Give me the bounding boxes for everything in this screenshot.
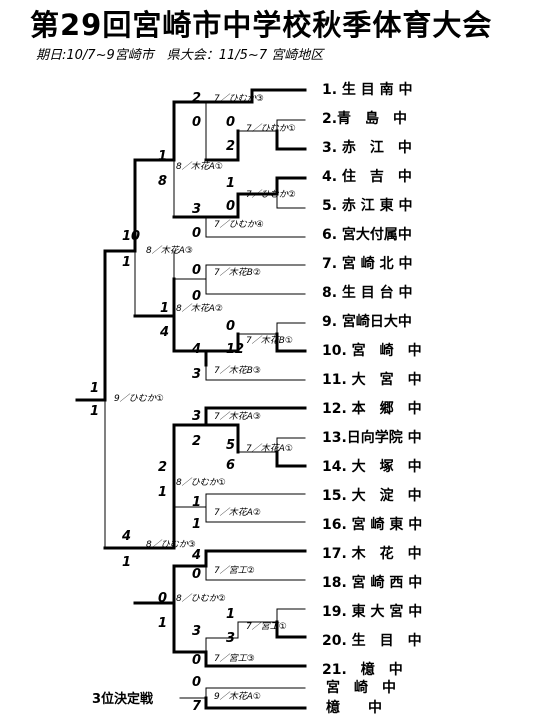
match-note: 9／ひむか① (114, 394, 164, 404)
match-note: 7／宮工③ (214, 654, 255, 664)
score: 3 (192, 409, 202, 424)
team-9: 9. 宮崎日大中 (322, 314, 412, 330)
team-15: 15. 大 淀 中 (322, 488, 422, 504)
score: 1 (90, 404, 100, 419)
match-note: 9／木花A① (214, 692, 261, 702)
score: 4 (192, 548, 202, 563)
team-3: 3. 赤 江 中 (322, 140, 412, 156)
match-note: 7／宮工① (246, 622, 287, 632)
score: 3 (226, 631, 236, 646)
score: 1 (192, 495, 202, 510)
match-note: 7／木花B① (246, 336, 293, 346)
match-note: 7／木花A① (246, 444, 293, 454)
score: 3 (192, 624, 202, 639)
score: 0 (226, 319, 236, 334)
team-4: 4. 住 吉 中 (322, 169, 412, 185)
score: 1 (158, 149, 168, 164)
score: 0 (192, 567, 202, 582)
score: 1 (158, 485, 168, 500)
team-1: 1. 生 目 南 中 (322, 82, 413, 98)
team-21: 21. 檍 中 (322, 662, 403, 678)
team-10: 10. 宮 崎 中 (322, 343, 422, 359)
score: 10 (122, 229, 141, 244)
score: 4 (122, 529, 132, 544)
score: 6 (226, 458, 236, 473)
team-17: 17. 木 花 中 (322, 546, 422, 562)
score: 1 (192, 517, 202, 532)
match-note: 7／木花B③ (214, 366, 261, 376)
score: 0 (192, 675, 202, 690)
team-18: 18. 宮 崎 西 中 (322, 575, 423, 591)
score: 12 (226, 342, 245, 357)
score: 0 (192, 226, 202, 241)
match-note: 8／木花A③ (146, 246, 193, 256)
score: 4 (160, 325, 170, 340)
score: 2 (192, 434, 202, 449)
team-6: 6. 宮大付属中 (322, 227, 412, 243)
score: 2 (192, 91, 202, 106)
score: 0 (192, 653, 202, 668)
third-place-team-2: 檍 中 (326, 700, 382, 716)
match-note: 8／木花A② (176, 304, 223, 314)
match-note: 8／木花A① (176, 162, 223, 172)
third-place-label: 3位決定戦 (92, 692, 154, 707)
team-11: 11. 大 宮 中 (322, 372, 422, 388)
score: 4 (192, 342, 202, 357)
score: 1 (90, 381, 100, 396)
score: 0 (192, 115, 202, 130)
match-note: 7／木花A② (214, 508, 261, 518)
score: 1 (160, 301, 170, 316)
team-20: 20. 生 目 中 (322, 633, 422, 649)
match-note: 8／ひむか② (176, 594, 226, 604)
team-19: 19. 東 大 宮 中 (322, 604, 423, 620)
team-16: 16. 宮 崎 東 中 (322, 517, 423, 533)
score: 1 (226, 176, 236, 191)
match-note: 7／木花A③ (214, 412, 261, 422)
score: 7 (192, 699, 202, 714)
score: 0 (192, 263, 202, 278)
score: 2 (226, 139, 236, 154)
score: 8 (158, 174, 168, 189)
match-note: 7／ひむか② (246, 190, 296, 200)
match-note: 7／ひむか④ (214, 220, 264, 230)
team-13: 13.日向学院 中 (322, 430, 422, 446)
match-note: 7／ひむか③ (214, 94, 264, 104)
score: 1 (158, 616, 168, 631)
score: 1 (226, 607, 236, 622)
third-place-team-1: 宮 崎 中 (326, 680, 396, 696)
score: 0 (158, 591, 168, 606)
score: 0 (226, 199, 236, 214)
score: 2 (158, 460, 168, 475)
score: 0 (226, 115, 236, 130)
score: 5 (226, 438, 236, 453)
event-info: 期日:10/7~9宮崎市 県大会：11/5~7 宮崎地区 (36, 48, 324, 63)
team-5: 5. 赤 江 東 中 (322, 198, 413, 214)
team-12: 12. 本 郷 中 (322, 401, 422, 417)
score: 1 (122, 555, 132, 570)
page-title: 第29回宮崎市中学校秋季体育大会 (30, 8, 493, 42)
match-note: 7／木花B② (214, 268, 261, 278)
match-note: 7／宮工② (214, 566, 255, 576)
score: 3 (192, 367, 202, 382)
match-note: 8／ひむか① (176, 478, 226, 488)
team-7: 7. 宮 崎 北 中 (322, 256, 413, 272)
score: 1 (122, 255, 132, 270)
team-2: 2.青 島 中 (322, 111, 408, 127)
score: 3 (192, 202, 202, 217)
score: 0 (192, 289, 202, 304)
team-14: 14. 大 塚 中 (322, 459, 422, 475)
match-note: 8／ひむか③ (146, 540, 196, 550)
team-8: 8. 生 目 台 中 (322, 285, 413, 301)
match-note: 7／ひむか① (246, 124, 296, 134)
